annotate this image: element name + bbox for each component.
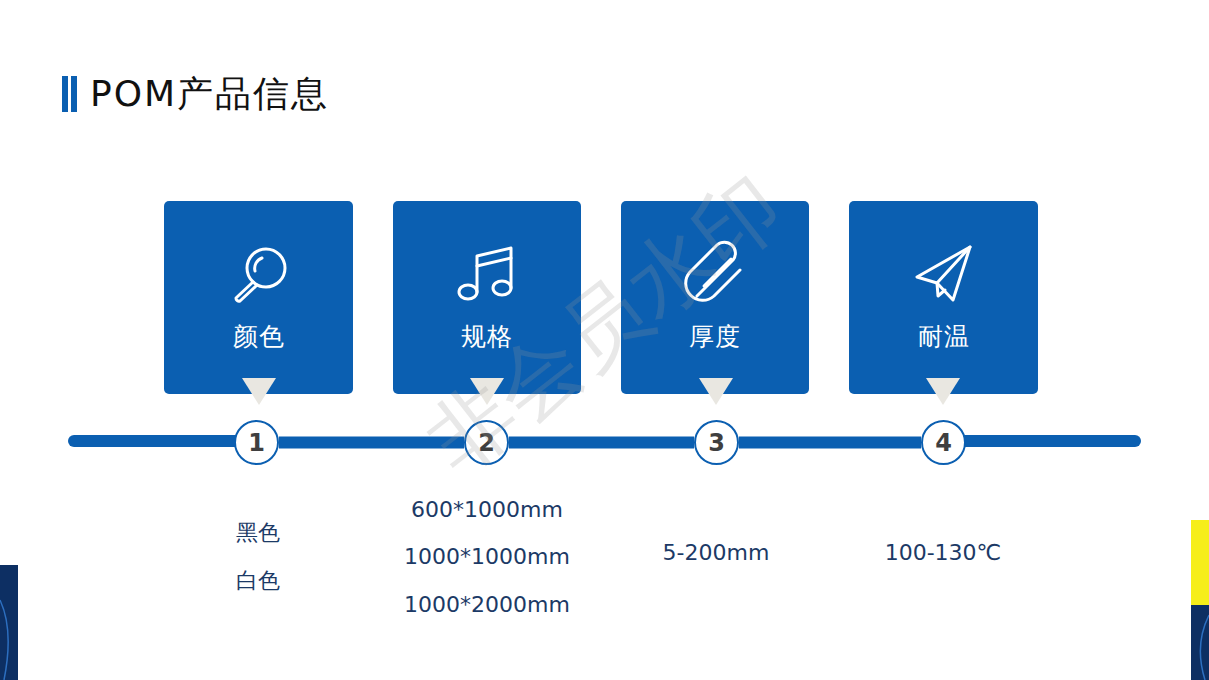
paper-plane-icon — [917, 247, 970, 300]
category-label: 规格 — [393, 320, 581, 353]
step-number: 3 — [708, 429, 725, 457]
title-bar — [62, 76, 68, 112]
thickness-value: 5-200mm — [663, 540, 770, 565]
timeline-bar — [960, 435, 1135, 447]
color-value: 白色 — [236, 566, 280, 596]
paperclip-icon — [686, 242, 740, 300]
corner-curve — [1200, 615, 1209, 680]
step-number: 4 — [935, 429, 952, 457]
step-circle: 1 — [234, 420, 279, 465]
size-value: 1000*1000mm — [404, 544, 570, 569]
timeline-segment — [279, 437, 464, 449]
category-box: 耐温 — [849, 201, 1038, 394]
timeline-segment — [509, 437, 694, 449]
timeline-segment — [739, 437, 921, 449]
page-title: POM产品信息 — [90, 70, 329, 119]
step-circle: 2 — [464, 420, 509, 465]
pointer-triangles — [242, 378, 960, 405]
corner-curve — [0, 600, 8, 680]
category-box: 颜色 — [164, 201, 353, 394]
size-value: 1000*2000mm — [404, 592, 570, 617]
corner-strip — [1191, 605, 1209, 680]
step-number: 1 — [248, 429, 265, 457]
category-label: 耐温 — [849, 320, 1038, 353]
corner-strip — [0, 565, 18, 680]
category-label: 颜色 — [164, 320, 353, 353]
step-number: 2 — [478, 429, 495, 457]
color-value: 黑色 — [236, 518, 280, 548]
temperature-value: 100-130℃ — [885, 540, 1002, 565]
category-box: 厚度 — [621, 201, 809, 394]
music-icon — [459, 248, 511, 299]
size-value: 600*1000mm — [411, 497, 563, 522]
category-box: 规格 — [393, 201, 581, 394]
magnifier-icon — [236, 249, 285, 301]
step-circle: 3 — [694, 420, 739, 465]
title-bar — [71, 76, 77, 112]
category-label: 厚度 — [621, 320, 809, 353]
step-circle: 4 — [921, 420, 966, 465]
timeline-bar — [74, 435, 240, 447]
corner-strip — [1191, 520, 1209, 605]
